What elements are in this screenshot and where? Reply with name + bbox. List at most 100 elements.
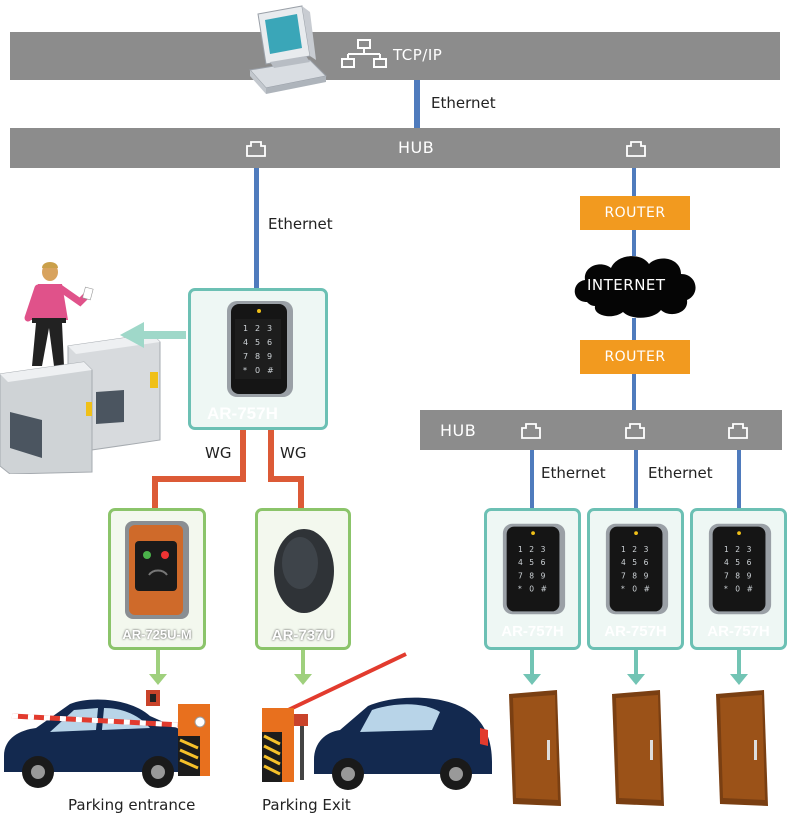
wiegand-wire-left-horizontal <box>152 476 246 482</box>
port-icon-hub-left <box>246 141 266 157</box>
svg-text:7: 7 <box>724 571 729 580</box>
ethernet-label-top: Ethernet <box>431 94 496 112</box>
ethernet-link-remote-3 <box>737 450 741 510</box>
svg-text:5: 5 <box>735 558 740 567</box>
svg-text:#: # <box>747 585 753 594</box>
reader-entrance-panel[interactable]: AR-725U-M <box>108 508 206 650</box>
svg-text:1: 1 <box>243 324 248 333</box>
caption-parking-exit: Parking Exit <box>262 796 351 814</box>
ethernet-link-internet-top <box>632 230 636 256</box>
arrow-down-icon-exit <box>294 674 312 685</box>
arrow-down-icon-door-2 <box>627 674 645 685</box>
internet-label: INTERNET <box>587 276 666 294</box>
svg-text:7: 7 <box>621 571 626 580</box>
main-controller-name: AR-757H <box>207 404 278 423</box>
arrow-down-icon-door-1 <box>523 674 541 685</box>
svg-text:4: 4 <box>243 338 248 347</box>
svg-text:3: 3 <box>267 324 272 333</box>
svg-text:0: 0 <box>255 366 260 375</box>
svg-text:4: 4 <box>621 558 626 567</box>
svg-text:6: 6 <box>267 338 272 347</box>
reader-exit-name: AR-737U <box>271 627 335 644</box>
svg-text:#: # <box>541 585 547 594</box>
svg-text:8: 8 <box>632 571 637 580</box>
reader-entrance-name: AR-725U-M <box>122 627 192 642</box>
reader-exit-panel[interactable]: AR-737U <box>255 508 351 650</box>
port-icon-remote-2 <box>625 423 645 439</box>
svg-text:3: 3 <box>541 545 546 554</box>
wiegand-wire-left-drop <box>152 476 158 510</box>
proximity-reader-orange-icon <box>125 521 189 619</box>
arrow-stem-door-3 <box>737 650 741 674</box>
hub-remote-label: HUB <box>440 421 477 440</box>
wiegand-wire-right-horizontal <box>268 476 304 482</box>
svg-text:1: 1 <box>724 545 729 554</box>
svg-text:7: 7 <box>518 571 523 580</box>
svg-text:2: 2 <box>735 545 740 554</box>
svg-text:4: 4 <box>724 558 729 567</box>
arrow-stem-door-1 <box>530 650 534 674</box>
svg-text:3: 3 <box>644 545 649 554</box>
svg-text:2: 2 <box>632 545 637 554</box>
svg-text:6: 6 <box>747 558 752 567</box>
port-icon-remote-3 <box>728 423 748 439</box>
svg-text:1: 1 <box>621 545 626 554</box>
ethernet-link-remote-hub <box>632 374 636 410</box>
tcpip-bus <box>10 32 780 80</box>
svg-text:1: 1 <box>518 545 523 554</box>
wiegand-wire-left-vertical <box>240 430 246 482</box>
svg-text:8: 8 <box>735 571 740 580</box>
caption-parking-entrance: Parking entrance <box>68 796 196 814</box>
svg-text:5: 5 <box>529 558 534 567</box>
svg-text:6: 6 <box>541 558 546 567</box>
ethernet-label-remote-2: Ethernet <box>648 464 713 482</box>
wiegand-wire-right-vertical <box>268 430 274 482</box>
door-icon-2 <box>612 690 664 806</box>
network-icon <box>341 39 387 68</box>
router-bottom: ROUTER <box>580 340 690 374</box>
svg-text:7: 7 <box>243 352 248 361</box>
svg-text:9: 9 <box>541 571 546 580</box>
svg-text:*: * <box>621 585 625 594</box>
svg-text:2: 2 <box>529 545 534 554</box>
port-icon-remote-1 <box>521 423 541 439</box>
arrow-down-icon-door-3 <box>730 674 748 685</box>
wiegand-wire-right-drop <box>298 476 304 510</box>
tcpip-label: TCP/IP <box>393 46 443 64</box>
ethernet-link-controller <box>254 168 259 290</box>
svg-text:0: 0 <box>529 585 534 594</box>
svg-text:5: 5 <box>632 558 637 567</box>
router-top: ROUTER <box>580 196 690 230</box>
internet-cloud-icon <box>574 256 696 318</box>
arrow-stem-entrance <box>156 650 160 674</box>
svg-text:9: 9 <box>267 352 272 361</box>
wg-label-right: WG <box>280 444 307 462</box>
svg-text:0: 0 <box>735 585 740 594</box>
arrow-left-icon <box>120 322 186 348</box>
svg-text:*: * <box>724 585 728 594</box>
arrow-stem-door-2 <box>634 650 638 674</box>
svg-text:2: 2 <box>255 324 260 333</box>
ethernet-link-router-top <box>632 168 636 196</box>
ethernet-label-controller: Ethernet <box>268 215 333 233</box>
svg-text:#: # <box>267 366 274 375</box>
remote-controller-2-name: AR-757H <box>604 623 667 640</box>
svg-text:8: 8 <box>529 571 534 580</box>
svg-text:5: 5 <box>255 338 260 347</box>
svg-text:#: # <box>644 585 650 594</box>
svg-text:*: * <box>243 366 247 375</box>
svg-text:4: 4 <box>518 558 523 567</box>
port-icon-hub-right <box>626 141 646 157</box>
hub-bus-remote <box>420 410 782 450</box>
wg-label-left: WG <box>205 444 232 462</box>
puck-reader-icon <box>274 529 334 613</box>
svg-text:*: * <box>518 585 522 594</box>
